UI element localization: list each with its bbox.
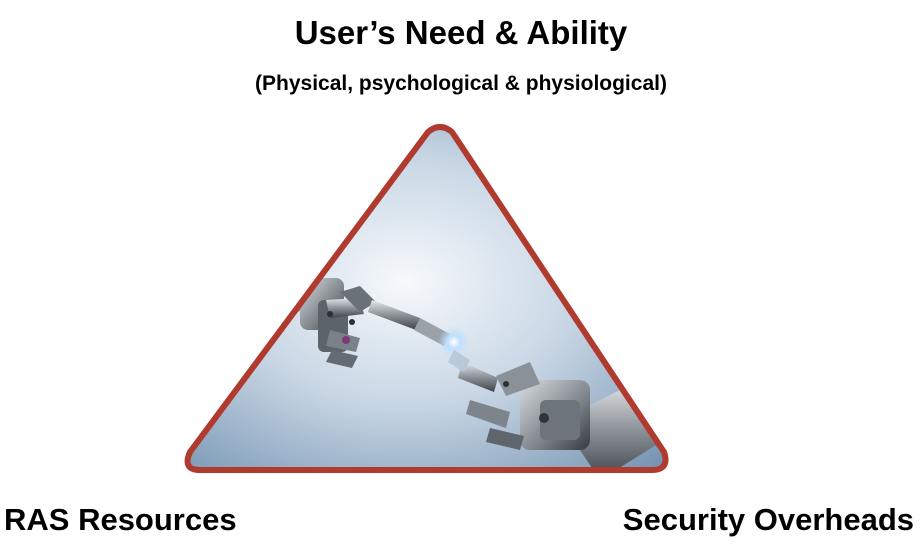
diagram-subtitle: (Physical, psychological & physiological… [255, 72, 667, 95]
diagram-title: User’s Need & Ability [294, 14, 628, 51]
triangle-outline [184, 124, 669, 473]
corner-label-security-overheads: Security Overheads [622, 502, 914, 537]
robot-hands-image [187, 127, 666, 470]
corner-label-ras-resources: RAS Resources [4, 502, 237, 537]
